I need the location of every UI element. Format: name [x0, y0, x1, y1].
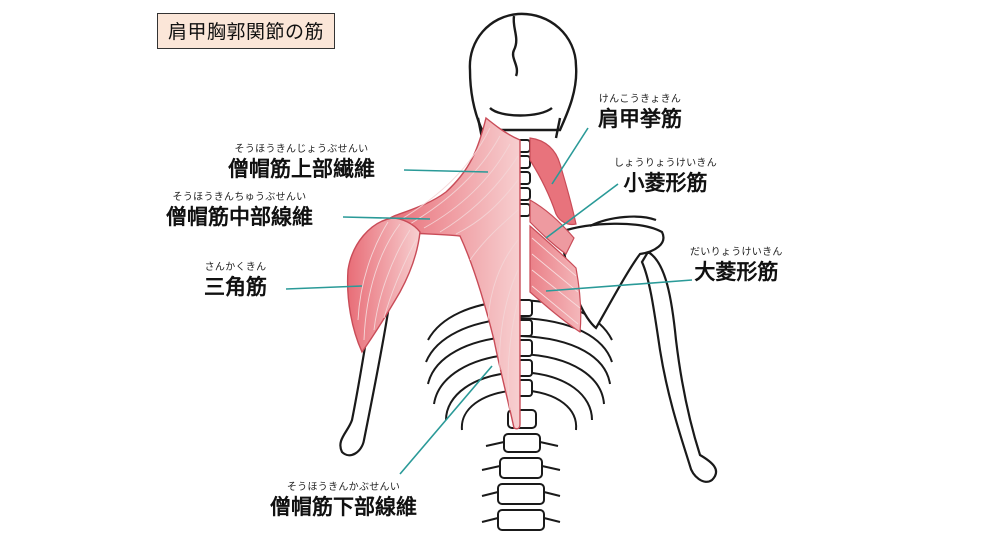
label-ruby: しょうりょうけいきん — [614, 158, 717, 169]
label-ruby: さんかくきん — [204, 262, 267, 273]
label-text: 僧帽筋上部繊維 — [228, 157, 375, 181]
label-text: 三角筋 — [204, 275, 267, 299]
leader-lines — [285, 127, 693, 475]
label-trapezius-upper: そうほうきんじょうぶせんい 僧帽筋上部繊維 — [228, 144, 375, 182]
label-text: 僧帽筋中部線維 — [166, 205, 313, 229]
leader-trap-middle — [342, 216, 431, 220]
trapezius-fibers — [399, 127, 519, 411]
leader-levator — [551, 127, 589, 185]
label-rhomboid-major: だいりょうけいきん 大菱形筋 — [690, 247, 783, 285]
leader-rhomb-major — [545, 279, 693, 292]
label-text: 大菱形筋 — [694, 260, 779, 284]
label-trapezius-middle: そうほうきんちゅうぶせんい 僧帽筋中部線維 — [166, 192, 313, 230]
label-trapezius-lower: そうほうきんかぶせんい 僧帽筋下部線維 — [270, 482, 417, 520]
label-ruby: だいりょうけいきん — [690, 247, 783, 258]
leader-rhomb-minor — [545, 183, 619, 239]
spine — [481, 139, 561, 531]
leader-trap-lower — [399, 365, 493, 475]
leader-deltoid — [285, 285, 363, 290]
label-deltoid: さんかくきん 三角筋 — [204, 262, 267, 300]
rhomboid-muscles — [529, 198, 582, 334]
label-text: 肩甲挙筋 — [598, 107, 682, 131]
right-scapula — [558, 215, 665, 330]
label-levator-scapulae: けんこうきょきん 肩甲挙筋 — [598, 94, 682, 132]
label-text: 僧帽筋下部線維 — [270, 495, 417, 519]
label-ruby: そうほうきんじょうぶせんい — [234, 144, 369, 155]
rhomboid-fibers — [531, 237, 581, 325]
right-arm-bone — [640, 250, 718, 483]
left-arm-bone — [339, 303, 390, 457]
label-ruby: そうほうきんかぶせんい — [286, 482, 401, 493]
label-ruby: けんこうきょきん — [598, 94, 682, 105]
diagram-title: 肩甲胸郭関節の筋 — [157, 13, 336, 49]
label-ruby: そうほうきんちゅうぶせんい — [172, 192, 307, 203]
label-rhomboid-minor: しょうりょうけいきん 小菱形筋 — [614, 158, 717, 196]
label-text: 小菱形筋 — [623, 171, 708, 195]
deltoid-fibers — [357, 221, 417, 341]
leader-trap-upper — [403, 169, 489, 173]
